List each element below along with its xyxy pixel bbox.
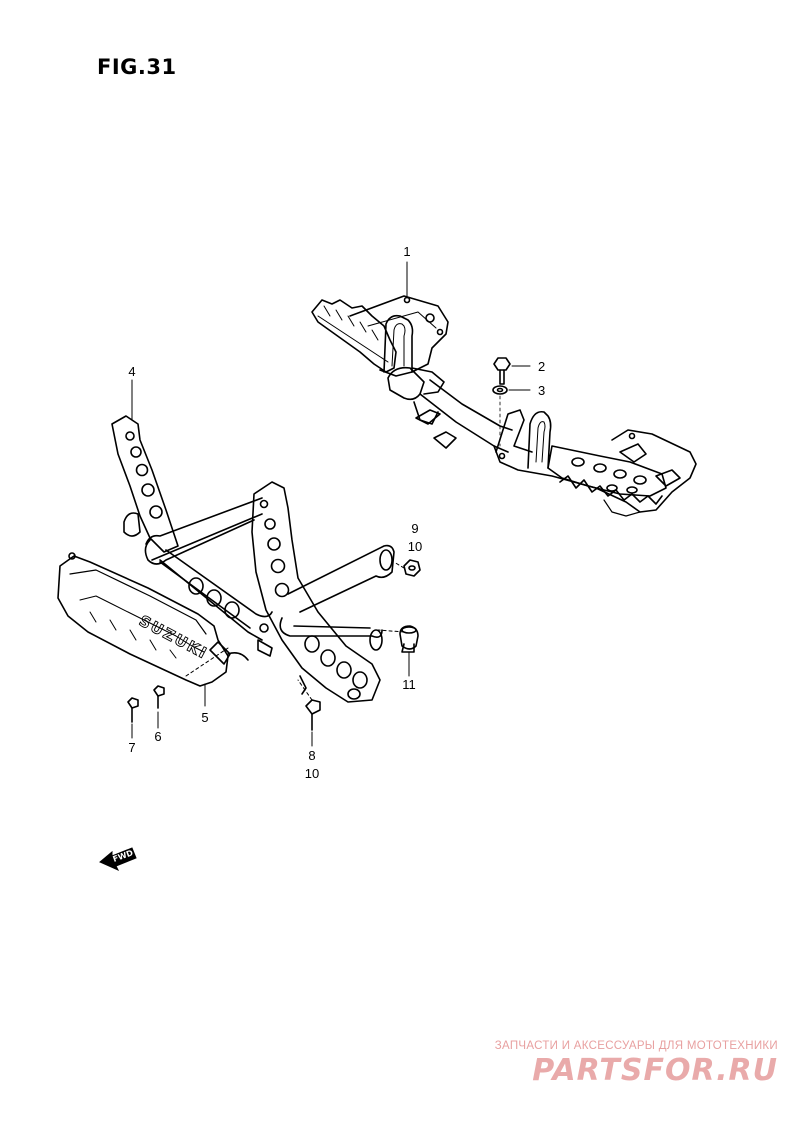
callout-1: 1 [403,244,410,259]
callout-2: 2 [538,359,545,374]
callout-10-lower: 10 [305,766,319,781]
bolt-part-2 [493,357,531,385]
callout-11: 11 [402,677,416,692]
fwd-arrow-icon: FWD [99,847,137,872]
watermark-brand: PARTSFOR.RU [532,1053,778,1088]
callout-10-upper: 10 [408,539,422,554]
bolt-part-7 [127,697,139,723]
bolt-part-9 [403,559,421,577]
nut-part-11 [399,625,419,653]
bolt-part-6 [153,685,165,709]
callout-9: 9 [411,521,418,536]
bolt-part-8 [305,699,321,731]
callout-7: 7 [128,740,135,755]
callout-8: 8 [308,748,315,763]
footrest-bracket-part-1 [311,295,697,517]
callout-3: 3 [538,383,545,398]
callout-6: 6 [154,729,161,744]
guard-part-5 [57,552,249,687]
figure-title: FIG.31 [97,55,177,79]
callout-4: 4 [128,364,135,379]
frame-part-4 [111,415,395,703]
watermark-tagline: ЗАПЧАСТИ И АКСЕССУАРЫ ДЛЯ МОТОТЕХНИКИ [494,1040,778,1052]
callout-5: 5 [201,710,208,725]
washer-part-3 [492,385,531,395]
leader-lines [131,261,410,747]
